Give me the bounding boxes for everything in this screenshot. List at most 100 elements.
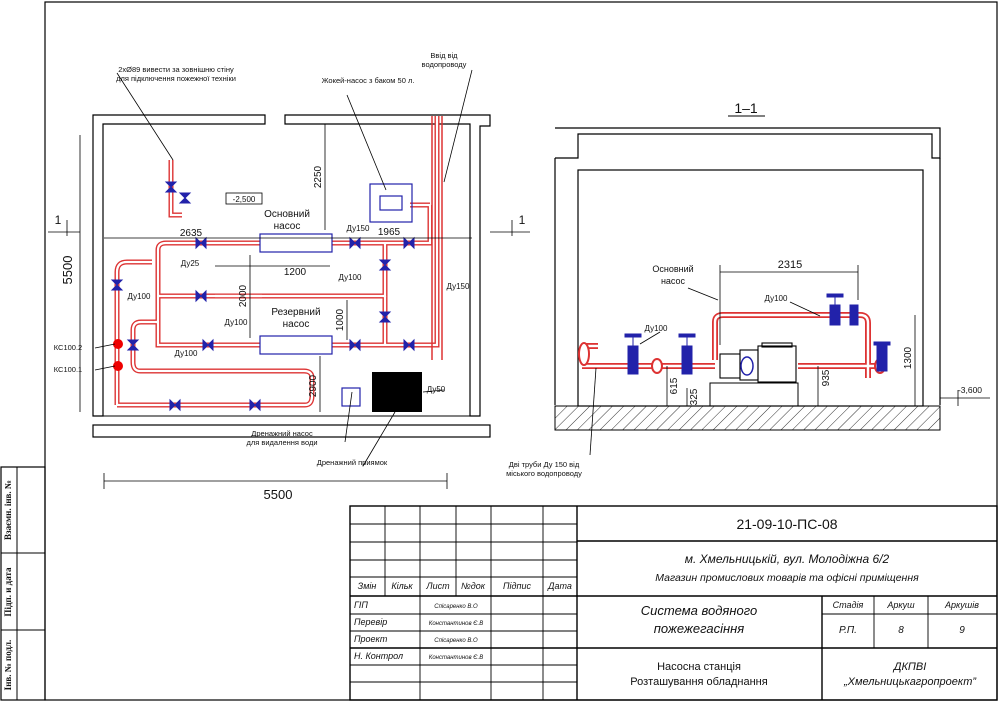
kc100-2: КС100.2: [54, 343, 82, 352]
tb-header-change: Змін: [358, 581, 377, 591]
section-label-main-pump: Основний: [652, 264, 693, 274]
label-main-pump-2: насос: [274, 221, 301, 232]
tb-role-gip: ГІП: [354, 600, 368, 610]
valves-plan: [110, 181, 415, 412]
tb-header-quantity: Кільк: [391, 581, 413, 591]
tb-role-control: Н. Контрол: [354, 651, 403, 661]
title-block: Змін Кільк Лист №док Підпис Дата ГІП Пер…: [349, 505, 998, 701]
tb-header-date: Дата: [547, 581, 572, 591]
tb-name-3: Спісаренко В.О: [434, 638, 478, 644]
note-drain-pump-2: для видалення води: [246, 438, 317, 447]
dim-325: 325: [689, 388, 700, 405]
du50: Ду50: [427, 385, 446, 394]
note-inlet: Ввід від: [430, 51, 458, 60]
section-mark-right: 1: [519, 213, 526, 227]
tb-drawing-2: Розташування обладнання: [630, 676, 767, 688]
valve-icon: [126, 339, 140, 351]
note-inlet-2: водопроводу: [422, 60, 467, 69]
du100-a: Ду100: [128, 292, 151, 301]
tb-name-2: Константинов Є.В: [429, 621, 483, 627]
section-floor: [554, 405, 941, 431]
section-walls: [554, 158, 941, 405]
du100-b: Ду100: [339, 273, 362, 282]
note-drain-pit: Дренажний приямок: [317, 458, 388, 467]
valve-icon: [876, 344, 888, 372]
section-mark-left: 1: [55, 213, 62, 227]
label-reserve-pump: Резервний: [271, 307, 320, 318]
tb-system: Система водяного: [641, 603, 758, 618]
label-reserve-pump-2: насос: [283, 319, 310, 330]
section-roof: [555, 127, 941, 159]
tb-object: Магазин промислових товарів та офісні пр…: [655, 572, 919, 584]
fire-connection-kc1: [113, 361, 123, 371]
dim-5500-vertical: 5500: [60, 256, 75, 285]
valve-icon: [195, 289, 207, 303]
piping-inner: [115, 116, 439, 407]
tb-org-2: „Хмельницькагропроект”: [843, 676, 977, 688]
note-outlet-2: для підключення пожежної техніки: [116, 74, 236, 83]
tb-name-4: Константинов Є.В: [429, 655, 483, 661]
jockey-pump-frame: [369, 183, 413, 223]
section-view: 1–1 Основний насос 2315 Ду100 Ду100 615 …: [506, 100, 990, 478]
valve-icon: [110, 279, 124, 291]
plan-wall-bottom: [92, 424, 491, 438]
section-du100-a: Ду100: [765, 294, 788, 303]
dim-1000: 1000: [335, 308, 346, 331]
dim-5500-horizontal: 5500: [264, 487, 293, 502]
pipe-end: [578, 342, 590, 366]
section-label-main-pump-2: насос: [661, 276, 686, 286]
side-stamp-cell-3: Інв. № подл.: [3, 640, 13, 691]
plan-wall-left: [92, 114, 266, 417]
valve-handwheel-icon: [624, 333, 642, 338]
valve-icon: [829, 304, 841, 326]
side-stamp-cell-1: Взаємн. інв. №: [3, 480, 13, 540]
tb-header-sheet: Лист: [425, 581, 450, 591]
plan-elevation: -2,500: [233, 195, 256, 204]
valve-icon: [195, 236, 207, 250]
du100-c: Ду100: [225, 318, 248, 327]
valve-icon: [378, 311, 392, 323]
tb-org: ДКПВІ: [892, 661, 927, 673]
dim-1965: 1965: [378, 227, 401, 238]
dim-615: 615: [669, 377, 680, 394]
reserve-pump: [259, 335, 333, 355]
tb-sheet-label: Аркуш: [886, 600, 915, 610]
valve-icon: [202, 338, 214, 352]
valve-icon: [403, 338, 415, 352]
tb-address: м. Хмельницькій, вул. Молодіжна 6/2: [685, 552, 890, 566]
tb-sheets-label: Аркушів: [944, 600, 979, 610]
tb-header-signature: Підпис: [503, 581, 531, 591]
valve-icon: [169, 398, 181, 412]
main-pump: [259, 233, 333, 253]
pipe-end: [651, 358, 663, 374]
note-outlet: 2хØ89 вивести за зовнішню стіну: [118, 65, 234, 74]
side-stamp: Взаємн. інв. № Підп. и дата Інв. № подл.: [0, 466, 46, 701]
valve-icon: [349, 236, 361, 250]
plan-dimensions: [48, 69, 530, 489]
note-pipes: Дві труби Ду 150 від: [509, 460, 580, 469]
plan-wall-right: [284, 114, 491, 417]
du25: Ду25: [181, 259, 200, 268]
tb-role-project: Проект: [354, 634, 388, 644]
tb-stage: Р.П.: [839, 625, 857, 636]
section-dimensions: [589, 265, 990, 456]
du150-a: Ду150: [347, 224, 370, 233]
valve-handwheel-icon: [678, 333, 696, 338]
valve-icon: [403, 236, 415, 250]
tb-header-doc: №док: [461, 581, 486, 591]
dim-2635: 2635: [180, 228, 203, 239]
label-main-pump: Основний: [264, 209, 310, 220]
note-jockey: Жокей-насос з баком 50 л.: [322, 76, 415, 85]
section-du100-b: Ду100: [645, 324, 668, 333]
jockey-pump: [379, 195, 403, 211]
valve-icon: [681, 345, 693, 375]
tb-name-1: Спісаренко В.О: [434, 604, 478, 610]
dim-2000: 2000: [238, 284, 249, 307]
tb-role-checked: Перевір: [354, 617, 387, 627]
valve-icon: [349, 338, 361, 352]
fire-connection-kc2: [113, 339, 123, 349]
section-main-pump: [719, 342, 797, 383]
note-drain-pump: Дренажний насос: [251, 429, 313, 438]
note-pipes-2: міського водопроводу: [506, 469, 582, 478]
